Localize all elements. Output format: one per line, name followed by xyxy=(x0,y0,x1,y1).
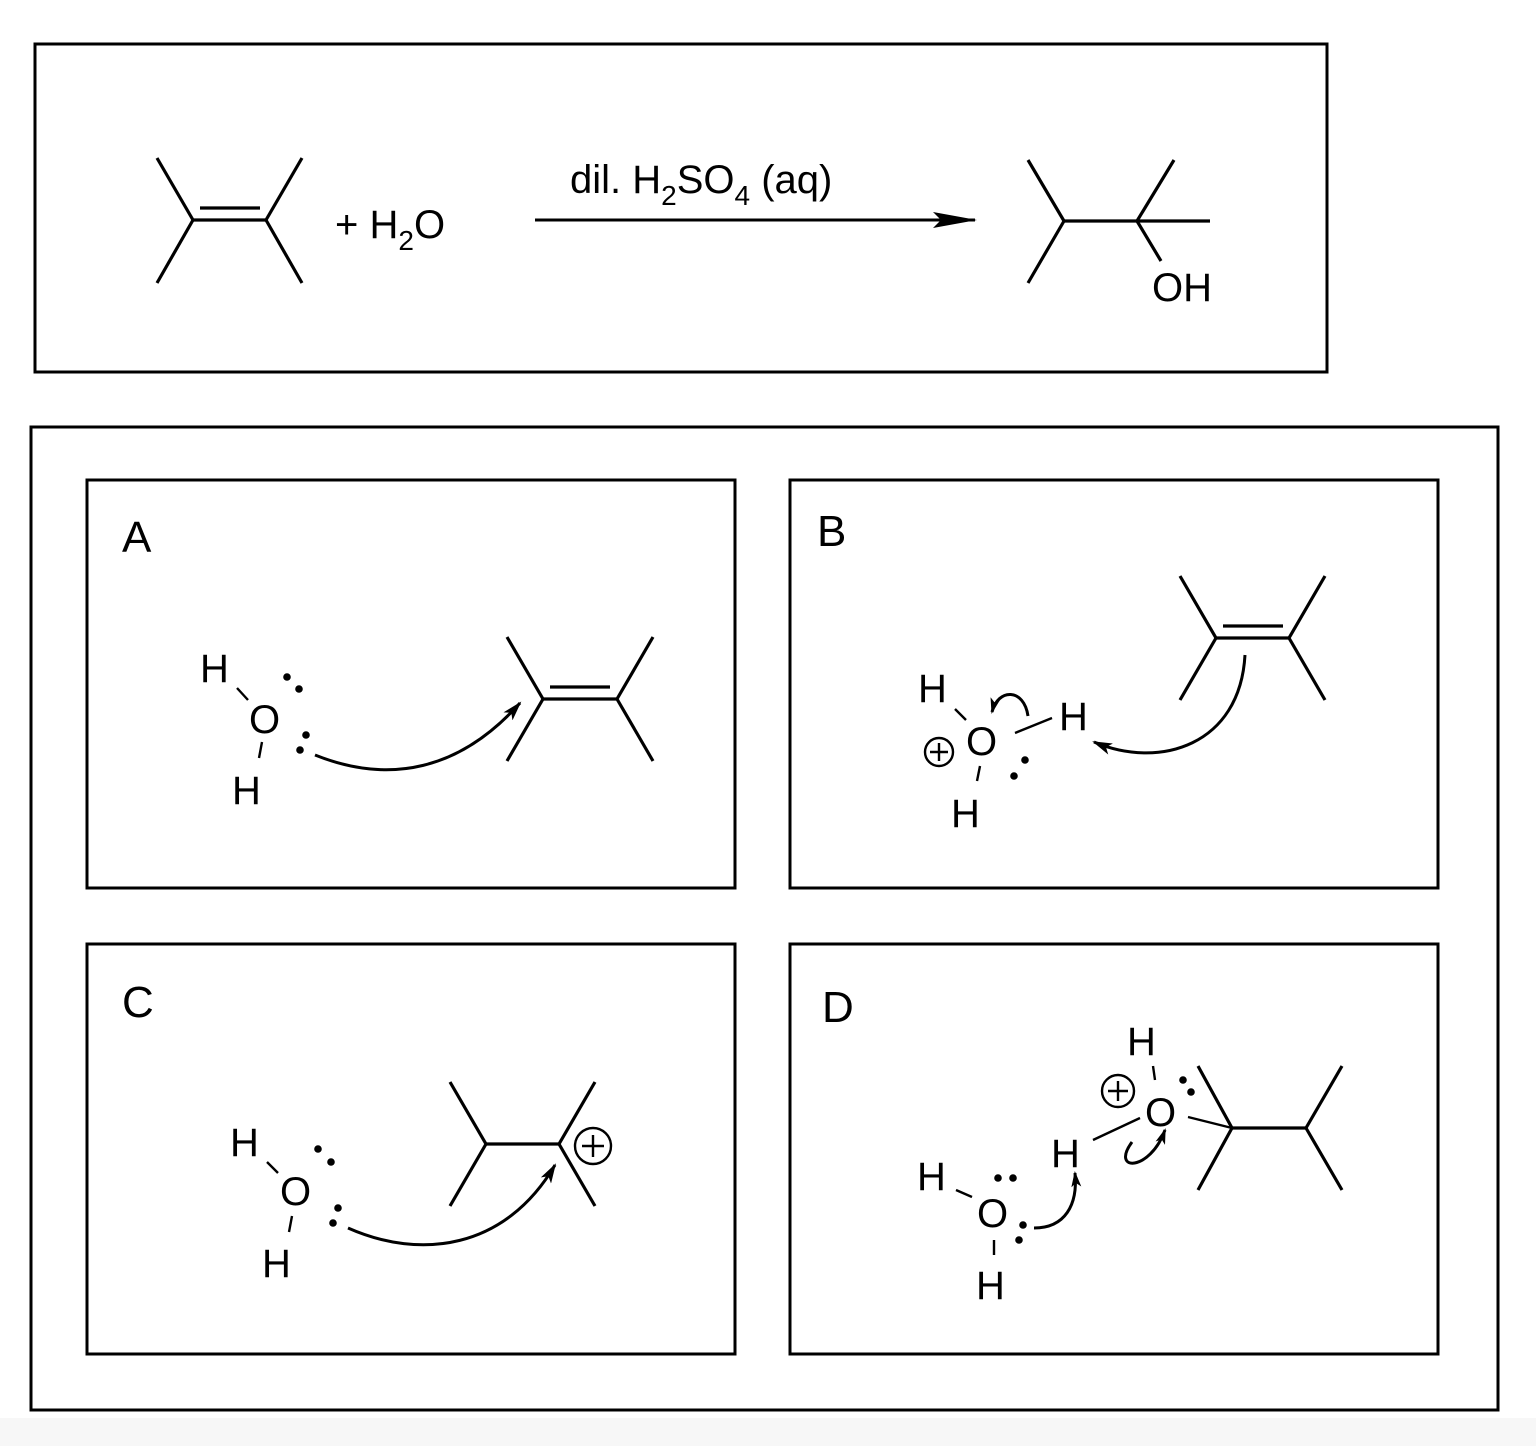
lone-pair-dots xyxy=(1010,756,1029,780)
oxygen-atom: O xyxy=(966,720,997,764)
option-a-label: A xyxy=(122,513,152,562)
oxygen-atom: O xyxy=(280,1170,311,1214)
alkene-structure xyxy=(1178,575,1327,701)
option-d-panel[interactable]: D H O H H O xyxy=(788,942,1440,1356)
curved-electron-arrow xyxy=(1033,1171,1082,1230)
hydrogen-atom: H xyxy=(917,1155,946,1199)
positive-charge-icon xyxy=(1100,1073,1136,1109)
hydrogen-atom: H xyxy=(976,1264,1005,1308)
hydrogen-atom: H xyxy=(230,1121,259,1165)
reaction-frame xyxy=(33,42,1329,374)
options-frame xyxy=(29,425,1500,1412)
alkene-structure xyxy=(505,636,655,762)
hydrogen-atom: H xyxy=(262,1242,291,1286)
water-molecule: H O H xyxy=(230,1121,342,1286)
hydrogen-atom: H xyxy=(200,647,229,691)
oxygen-atom: O xyxy=(1145,1091,1176,1135)
curved-electron-arrow xyxy=(347,1163,557,1247)
option-a-panel[interactable]: A H O H xyxy=(85,478,737,890)
lone-pair-dots xyxy=(314,1145,342,1227)
hydroxyl-label: OH xyxy=(1152,266,1212,310)
hydrogen-atom: H xyxy=(1127,1020,1156,1064)
option-b-panel[interactable]: B H O H H xyxy=(788,478,1440,890)
curved-electron-arrow xyxy=(1124,1128,1167,1165)
option-c-label: C xyxy=(122,978,154,1027)
water-molecule: H O H xyxy=(200,647,310,813)
hydrogen-atom: H xyxy=(918,667,947,711)
option-c-panel[interactable]: C H O H xyxy=(85,942,737,1356)
water-reagent: + H2O xyxy=(335,203,445,256)
oxygen-atom: O xyxy=(977,1192,1008,1236)
lone-pair-dots xyxy=(994,1174,1027,1244)
hydronium-ion: H O H H xyxy=(918,667,1088,836)
hydrogen-atom: H xyxy=(1059,695,1088,739)
hydrogen-atom: H xyxy=(1051,1132,1080,1176)
hydrogen-atom: H xyxy=(951,792,980,836)
lone-pair-dots xyxy=(1179,1076,1195,1096)
option-b-label: B xyxy=(817,507,846,556)
oxygen-atom: O xyxy=(249,698,280,742)
carbocation-structure xyxy=(448,1081,613,1207)
bottom-strip xyxy=(0,1418,1536,1446)
curved-electron-arrow xyxy=(314,701,522,772)
positive-charge-icon xyxy=(923,736,955,768)
product-alcohol: OH xyxy=(1026,159,1212,310)
reaction-box: + H2O dil. H2SO4 (aq) OH xyxy=(33,42,1329,374)
lone-pair-dots xyxy=(283,673,310,754)
reactant-alkene xyxy=(155,157,304,284)
curved-electron-arrow xyxy=(990,693,1030,717)
option-d-label: D xyxy=(822,983,854,1032)
positive-charge-icon xyxy=(573,1126,613,1166)
protonated-alcohol: H O H xyxy=(1051,1020,1344,1191)
curved-electron-arrow xyxy=(1092,654,1247,755)
acid-catalyst-label: dil. H2SO4 (aq) xyxy=(570,158,832,211)
water-molecule: H O H xyxy=(917,1155,1082,1308)
hydrogen-atom: H xyxy=(232,769,261,813)
